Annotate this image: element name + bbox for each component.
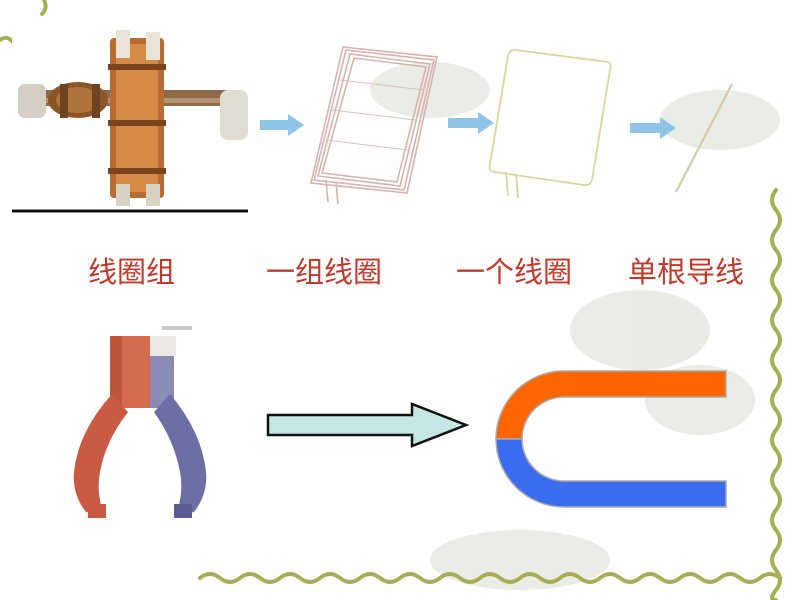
coil-group-image bbox=[12, 28, 252, 213]
caption-single-wire: 单根导线 bbox=[628, 255, 745, 289]
caption-one-group-coil: 一组线圈 bbox=[266, 255, 383, 289]
one-group-coil-image bbox=[310, 46, 438, 205]
one-coil-image bbox=[488, 48, 612, 199]
caption-one-coil: 一个线圈 bbox=[456, 255, 573, 289]
horseshoe-magnet-image bbox=[73, 326, 207, 518]
caption-coil-group: 线圈组 bbox=[88, 255, 176, 289]
single-wire-image bbox=[675, 83, 733, 193]
magnet-north-half bbox=[495, 370, 727, 440]
magnet-south-half bbox=[495, 438, 727, 508]
transform-arrow-icon bbox=[266, 402, 470, 448]
u-shaped-magnet-diagram bbox=[495, 370, 727, 508]
small-arrow-icon-2 bbox=[448, 112, 494, 134]
small-arrow-icon-1 bbox=[260, 114, 304, 136]
small-arrow-icon-3 bbox=[630, 117, 676, 139]
